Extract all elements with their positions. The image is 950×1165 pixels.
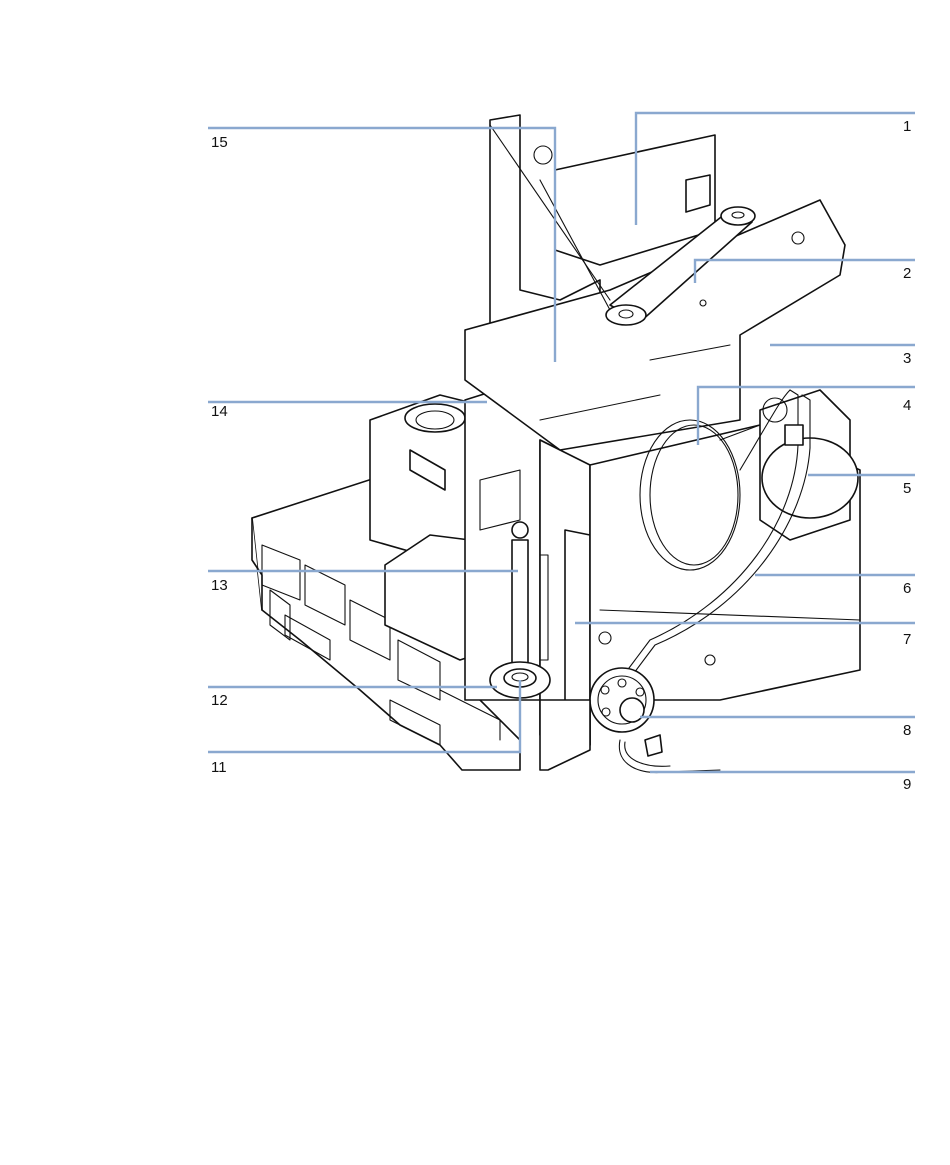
callout-9: 9 <box>903 776 911 793</box>
callout-5: 5 <box>903 480 911 497</box>
callout-7: 7 <box>903 631 911 648</box>
callout-2: 2 <box>903 265 911 282</box>
callout-11: 11 <box>211 759 227 776</box>
callout-3: 3 <box>903 350 911 367</box>
callout-13: 13 <box>211 577 228 594</box>
callout-1: 1 <box>903 118 911 135</box>
callout-15: 15 <box>211 134 228 151</box>
callout-14: 14 <box>211 403 228 420</box>
callout-12: 12 <box>211 692 228 709</box>
callout-8: 8 <box>903 722 911 739</box>
callout-4: 4 <box>903 397 911 414</box>
callout-6: 6 <box>903 580 911 597</box>
